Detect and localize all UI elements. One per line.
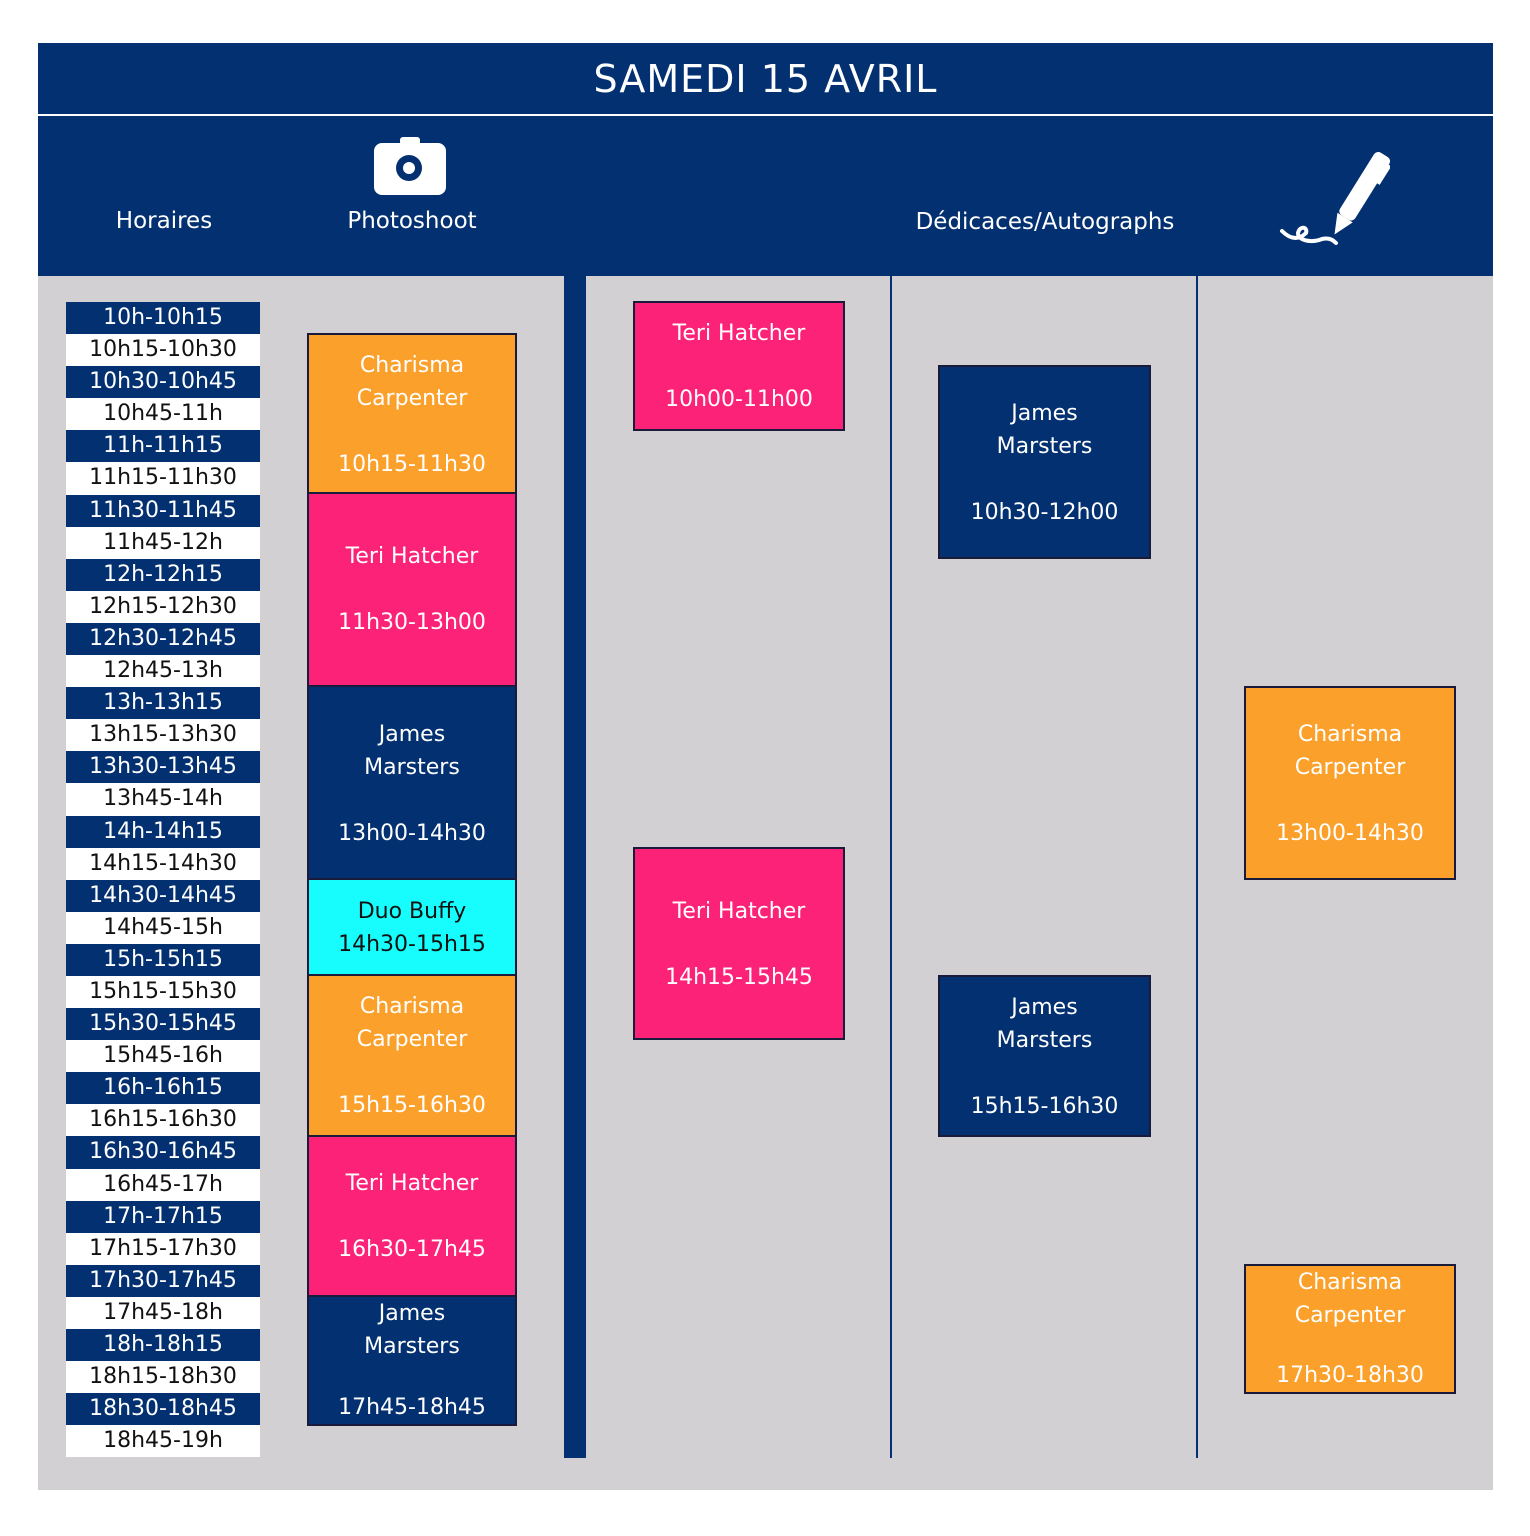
slot-time: 17h30-18h30 xyxy=(1276,1363,1424,1388)
celebrity-name: James Marsters xyxy=(996,401,1093,459)
time-slot: 18h30-18h45 xyxy=(66,1393,260,1426)
time-slot: 17h15-17h30 xyxy=(66,1232,260,1265)
slot-time: 13h00-14h30 xyxy=(338,821,486,846)
time-slot: 12h15-12h30 xyxy=(66,590,260,623)
autograph-slot[interactable]: Teri Hatcher 14h15-15h45 xyxy=(633,847,845,1040)
slot-time: 10h00-11h00 xyxy=(665,387,813,412)
autograph-slot[interactable]: James Marsters 10h30-12h00 xyxy=(938,365,1151,559)
slot-time: 14h30-15h15 xyxy=(338,932,486,957)
time-slot: 14h15-14h30 xyxy=(66,847,260,880)
celebrity-name: Teri Hatcher xyxy=(672,899,806,924)
time-slot: 15h45-16h xyxy=(66,1040,260,1073)
time-slot: 14h45-15h xyxy=(66,911,260,944)
slot-time: 13h00-14h30 xyxy=(1276,821,1424,846)
time-slot: 11h15-11h30 xyxy=(66,462,260,495)
time-slot: 13h45-14h xyxy=(66,783,260,816)
time-slot: 15h-15h15 xyxy=(66,943,260,976)
time-slot: 18h-18h15 xyxy=(66,1329,260,1362)
autograph-slot[interactable]: James Marsters 15h15-16h30 xyxy=(938,975,1151,1137)
slot-time: 11h30-13h00 xyxy=(338,610,486,635)
time-slot: 17h-17h15 xyxy=(66,1200,260,1233)
autograph-slot[interactable]: Charisma Carpenter 17h30-18h30 xyxy=(1244,1264,1456,1394)
slot-time: 14h15-15h45 xyxy=(665,965,813,990)
celebrity-name: Charisma Carpenter xyxy=(1294,1270,1406,1328)
photoshoot-slot[interactable]: Charisma Carpenter 10h15-11h30 xyxy=(307,333,517,494)
photoshoot-slot[interactable]: James Marsters 17h45-18h45 xyxy=(307,1297,517,1426)
time-slot: 16h45-17h xyxy=(66,1168,260,1201)
column-header-bar xyxy=(38,116,1493,276)
time-slot: 14h30-14h45 xyxy=(66,879,260,912)
time-slot: 10h30-10h45 xyxy=(66,366,260,399)
time-slot: 10h45-11h xyxy=(66,398,260,431)
time-slot: 12h-12h15 xyxy=(66,558,260,591)
celebrity-name: Teri Hatcher xyxy=(345,544,479,569)
slot-time: 16h30-17h45 xyxy=(338,1237,486,1262)
celebrity-name: James Marsters xyxy=(364,722,460,780)
celebrity-name: James Marsters xyxy=(364,1301,460,1359)
photoshoot-slot[interactable]: James Marsters 13h00-14h30 xyxy=(307,687,517,880)
time-slot: 10h-10h15 xyxy=(66,302,260,335)
slot-time: 15h15-16h30 xyxy=(338,1093,486,1118)
time-slot: 18h15-18h30 xyxy=(66,1361,260,1394)
celebrity-name: Charisma Carpenter xyxy=(1294,722,1406,780)
time-slot: 16h-16h15 xyxy=(66,1072,260,1105)
time-slot: 14h-14h15 xyxy=(66,815,260,848)
autographs-header: Dédicaces/Autographs xyxy=(915,209,1175,235)
time-slot: 13h-13h15 xyxy=(66,687,260,720)
photoshoot-header: Photoshoot xyxy=(347,208,477,234)
column-divider xyxy=(890,276,892,1458)
section-divider xyxy=(564,276,586,1458)
pen-signature-icon xyxy=(1280,151,1390,245)
celebrity-name: Charisma Carpenter xyxy=(356,994,468,1052)
autograph-slot[interactable]: Charisma Carpenter 13h00-14h30 xyxy=(1244,686,1456,880)
time-slot: 16h30-16h45 xyxy=(66,1136,260,1169)
time-slot: 11h30-11h45 xyxy=(66,494,260,527)
time-slot: 13h15-13h30 xyxy=(66,719,260,752)
slot-time: 17h45-18h45 xyxy=(338,1395,486,1420)
time-slot: 16h15-16h30 xyxy=(66,1104,260,1137)
celebrity-name: Duo Buffy xyxy=(357,899,467,924)
title-divider xyxy=(38,114,1493,116)
time-slot: 15h15-15h30 xyxy=(66,975,260,1009)
autograph-slot[interactable]: Teri Hatcher 10h00-11h00 xyxy=(633,301,845,431)
photoshoot-slot[interactable]: Duo Buffy 14h30-15h15 xyxy=(307,880,517,976)
celebrity-name: James Marsters xyxy=(996,995,1093,1053)
page-title: SAMEDI 15 AVRIL xyxy=(38,43,1493,114)
time-slot: 13h30-13h45 xyxy=(66,751,260,784)
photoshoot-slot[interactable]: Teri Hatcher 11h30-13h00 xyxy=(307,494,517,687)
slot-time: 10h30-12h00 xyxy=(970,500,1119,525)
time-slot: 12h45-13h xyxy=(66,655,260,688)
time-slot: 17h30-17h45 xyxy=(66,1264,260,1297)
time-slot: 11h45-12h xyxy=(66,526,260,559)
photoshoot-slot[interactable]: Charisma Carpenter 15h15-16h30 xyxy=(307,976,517,1137)
times-header: Horaires xyxy=(115,208,213,234)
time-slot: 18h45-19h xyxy=(66,1425,260,1458)
time-slot: 12h30-12h45 xyxy=(66,622,260,656)
celebrity-name: Teri Hatcher xyxy=(345,1171,479,1196)
photoshoot-slot[interactable]: Teri Hatcher 16h30-17h45 xyxy=(307,1137,517,1297)
column-divider xyxy=(1196,276,1198,1458)
time-slot: 11h-11h15 xyxy=(66,430,260,463)
celebrity-name: Charisma Carpenter xyxy=(356,353,468,411)
time-slot: 15h30-15h45 xyxy=(66,1008,260,1041)
celebrity-name: Teri Hatcher xyxy=(672,321,806,346)
time-slot: 10h15-10h30 xyxy=(66,334,260,367)
slot-time: 10h15-11h30 xyxy=(338,452,486,477)
time-slot: 17h45-18h xyxy=(66,1296,260,1329)
slot-time: 15h15-16h30 xyxy=(970,1094,1119,1119)
camera-icon xyxy=(374,137,446,195)
